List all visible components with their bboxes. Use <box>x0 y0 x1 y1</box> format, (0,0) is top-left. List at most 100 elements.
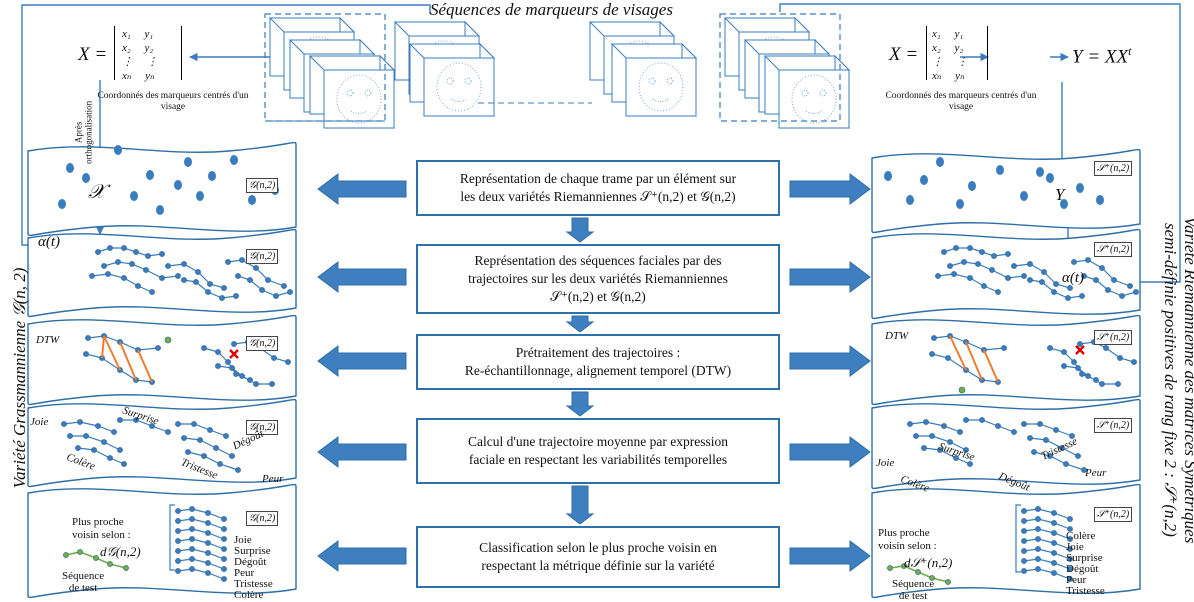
marker-point <box>205 550 211 556</box>
trajectory-line <box>183 437 233 457</box>
marker-point <box>1020 191 1028 201</box>
marker-point <box>1131 359 1137 365</box>
marker-point <box>145 253 151 259</box>
marker-point <box>235 273 241 279</box>
marker-point <box>205 560 211 566</box>
marker-point <box>229 453 235 459</box>
face-sequence-cubes <box>268 16 851 130</box>
marker-point <box>1133 289 1139 295</box>
marker-point <box>967 275 973 281</box>
marker-point <box>915 569 921 575</box>
left-class-list: Joie Surprise Dégoût Peur Tristesse Colè… <box>234 535 273 601</box>
manifold-panel <box>27 314 297 406</box>
marker-point <box>991 253 997 259</box>
trajectory-line <box>187 451 239 471</box>
marker-point <box>215 363 221 369</box>
down-flow-arrow <box>565 217 595 243</box>
right-manifold-panels <box>871 148 1141 599</box>
marker-point <box>287 289 293 295</box>
marker-point <box>205 570 211 576</box>
right-class-2: Joie <box>1066 541 1084 553</box>
trajectory-line <box>177 528 225 540</box>
step-2-line3: 𝒮⁺(n,2) et 𝒢(n,2) <box>550 289 646 305</box>
after-orth-line2: orthogonalisation <box>84 100 94 164</box>
class-bracket <box>1015 504 1021 573</box>
marker-point <box>221 536 227 542</box>
marker-point <box>221 566 227 572</box>
marker-point <box>221 546 227 552</box>
marker-point <box>921 445 927 451</box>
marker-point <box>205 289 211 295</box>
right-emotion-peur: Peur <box>1085 467 1107 479</box>
right-flow-arrow <box>789 261 871 293</box>
step-1-line1: Représentation de chaque trame par un él… <box>459 170 737 186</box>
marker-point <box>1021 273 1027 279</box>
marker-point <box>1036 167 1044 177</box>
marker-point <box>189 526 195 532</box>
marker-point <box>947 263 953 269</box>
left-test-label: Séquence de test <box>62 570 104 594</box>
marker-point <box>1105 287 1111 293</box>
marker-point <box>901 563 907 569</box>
marker-point <box>107 245 113 251</box>
marker-point <box>77 549 83 555</box>
right-alpha-label: α(t) <box>1062 270 1085 286</box>
marker-point <box>66 163 74 173</box>
trajectory-line <box>177 518 225 530</box>
marker-point <box>920 175 928 185</box>
marker-point <box>1067 516 1073 522</box>
marker-point <box>231 341 237 347</box>
marker-point <box>1035 546 1041 552</box>
right-tag-1: 𝒮⁺(n,2) <box>1094 161 1133 176</box>
trajectory-line <box>178 423 227 437</box>
trajectory-line <box>70 435 121 451</box>
marker-point <box>207 281 213 287</box>
marker-point <box>174 180 182 190</box>
marker-point <box>259 287 265 293</box>
marker-point <box>1051 550 1057 556</box>
left-manifold-panels <box>27 141 297 599</box>
marker-point <box>1067 285 1073 291</box>
marker-point <box>1051 520 1057 526</box>
marker-point <box>1067 536 1073 542</box>
marker-point <box>1065 295 1071 301</box>
marker-point <box>1115 381 1121 387</box>
right-class-5: Peur <box>1066 574 1087 586</box>
marker-point <box>239 373 245 379</box>
marker-point <box>906 195 914 205</box>
marker-point <box>201 345 207 351</box>
marker-point <box>913 433 919 439</box>
right-test-line1: Séquence <box>892 578 935 590</box>
matrix-row: x₂ y₂ <box>122 42 154 54</box>
marker-point <box>953 245 959 251</box>
marker-point <box>907 421 913 427</box>
marker-point <box>1081 273 1087 279</box>
marker-point <box>156 205 164 215</box>
marker-point <box>1063 461 1069 467</box>
right-flow-arrow <box>789 540 871 572</box>
marker-point <box>1021 508 1027 514</box>
marker-point <box>143 267 149 273</box>
marker-point <box>121 461 127 467</box>
marker-point <box>95 423 101 429</box>
marker-point <box>175 538 181 544</box>
marker-point <box>1103 345 1109 351</box>
manifold-panel <box>27 398 297 488</box>
coords-right-caption: Coordonnés des marqueurs centrés d'un vi… <box>885 91 1037 113</box>
marker-point <box>159 251 165 257</box>
marker-point <box>1081 467 1087 473</box>
marker-point <box>929 351 935 357</box>
dtw-link <box>103 335 121 371</box>
marker-point <box>205 530 211 536</box>
marker-point <box>117 447 123 453</box>
right-matrix-bracket <box>926 26 988 80</box>
marker-point <box>1051 570 1057 576</box>
left-class-3: Dégoût <box>234 556 267 568</box>
trajectory-line <box>1023 518 1071 530</box>
marker-point <box>89 273 95 279</box>
right-class-4: Dégoût <box>1066 563 1099 575</box>
marker-point <box>189 566 195 572</box>
step-1-line2: les deux variétés Riemanniennes 𝒮⁺(n,2) … <box>460 189 736 204</box>
left-nn-text: Plus proche voisin selon : <box>72 516 131 542</box>
marker-point <box>1051 289 1057 295</box>
